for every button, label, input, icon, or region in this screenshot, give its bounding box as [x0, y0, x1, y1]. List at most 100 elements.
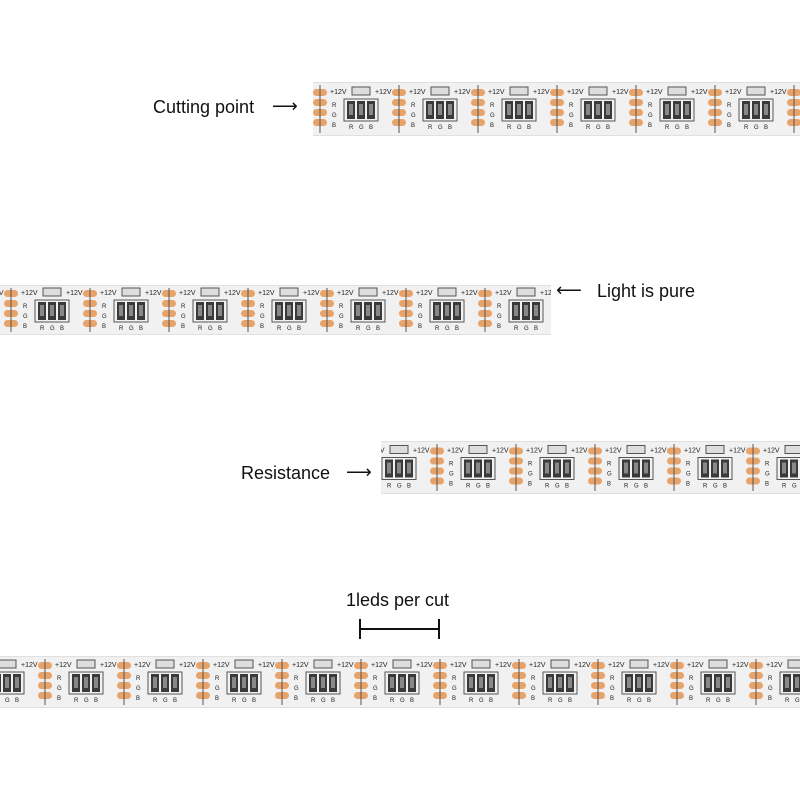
resistor [626, 445, 646, 454]
voltage-label: +12V [526, 448, 543, 455]
voltage-label: +12V [258, 290, 275, 297]
r-label: R [373, 676, 378, 682]
led-chip-outline [113, 299, 149, 323]
r-label: R [548, 698, 553, 704]
g-label: G [765, 472, 770, 478]
g-label: G [57, 686, 62, 692]
b-label: B [332, 123, 336, 129]
voltage-label: +12V [100, 290, 117, 297]
led-die [0, 674, 1, 692]
g-label: G [713, 484, 718, 490]
led-die-core [517, 104, 521, 115]
voltage-label: +12V [450, 662, 467, 669]
r-label: R [507, 125, 512, 131]
led-strip-4: +12V+12VRGBRGB+12V+12VRGBRGB+12V+12VRGBR… [0, 656, 800, 708]
led-chip-outline [580, 98, 616, 122]
r-label: R [665, 125, 670, 131]
led-die-core [524, 305, 528, 316]
strip-drawing: +12V+12VRGBRGB+12V+12VRGBRGB+12V+12VRGBR… [381, 444, 800, 491]
voltage-label: +12V [413, 448, 430, 455]
led-die-core [782, 462, 786, 474]
g-label: G [555, 484, 560, 490]
g-label: G [637, 698, 642, 704]
b-label: B [727, 123, 731, 129]
resistor [279, 287, 299, 297]
led-chip-outline [460, 457, 496, 480]
led-die-core [153, 677, 157, 688]
voltage-label: +12V [409, 89, 426, 96]
led-die-core [606, 104, 610, 115]
r-label: R [469, 698, 474, 704]
led-die-core [139, 305, 143, 316]
led-chip-outline [700, 671, 736, 695]
voltage-label: +12V [337, 662, 354, 669]
led-die-core [479, 677, 483, 688]
led-die-core [390, 677, 394, 688]
g-label: G [449, 472, 454, 478]
g-label: G [716, 698, 721, 704]
led-die-core [785, 677, 789, 688]
led-chip-outline [384, 671, 420, 695]
g-label: G [452, 686, 457, 692]
r-label: R [232, 698, 237, 704]
led-die-core [60, 305, 64, 316]
resistor [787, 659, 800, 669]
voltage-label: +12V [416, 662, 433, 669]
voltage-label: +12V [454, 89, 471, 96]
resistor [705, 445, 725, 454]
led-die-core [5, 677, 9, 688]
led-die-core [665, 104, 669, 115]
led-die-core [685, 104, 689, 115]
led-die-core [507, 104, 511, 115]
voltage-label: +12V [646, 89, 663, 96]
led-die-core [349, 104, 353, 115]
b-label: B [23, 324, 27, 330]
g-label: G [208, 326, 213, 332]
r-label: R [703, 484, 708, 490]
b-label: B [610, 696, 614, 702]
led-die-core [438, 104, 442, 115]
voltage-label: +12V [134, 662, 151, 669]
resistor [550, 659, 570, 669]
resistor [200, 287, 220, 297]
b-label: B [489, 698, 493, 704]
r-label: R [765, 462, 770, 468]
g-label: G [50, 326, 55, 332]
voltage-label: +12V [66, 290, 83, 297]
r-label: R [607, 462, 612, 468]
r-label: R [411, 103, 416, 109]
b-label: B [689, 696, 693, 702]
r-label: R [23, 304, 28, 310]
voltage-label: +12V [608, 662, 625, 669]
voltage-label: +12V [303, 290, 320, 297]
r-label: R [181, 304, 186, 310]
led-die-core [94, 677, 98, 688]
r-label: R [624, 484, 629, 490]
b-label: B [102, 324, 106, 330]
led-die-core [455, 305, 459, 316]
led-die-core [387, 462, 391, 474]
g-label: G [321, 698, 326, 704]
b-label: B [252, 698, 256, 704]
led-die-core [445, 305, 449, 316]
led-die-core [703, 462, 707, 474]
voltage-label: +12V [145, 290, 162, 297]
led-die-core [84, 677, 88, 688]
led-die-core [208, 305, 212, 316]
led-die-core [428, 104, 432, 115]
voltage-label: +12V [533, 89, 550, 96]
r-label: R [531, 676, 536, 682]
led-chip-outline [508, 299, 544, 323]
led-die-core [287, 305, 291, 316]
led-die-core [15, 677, 19, 688]
